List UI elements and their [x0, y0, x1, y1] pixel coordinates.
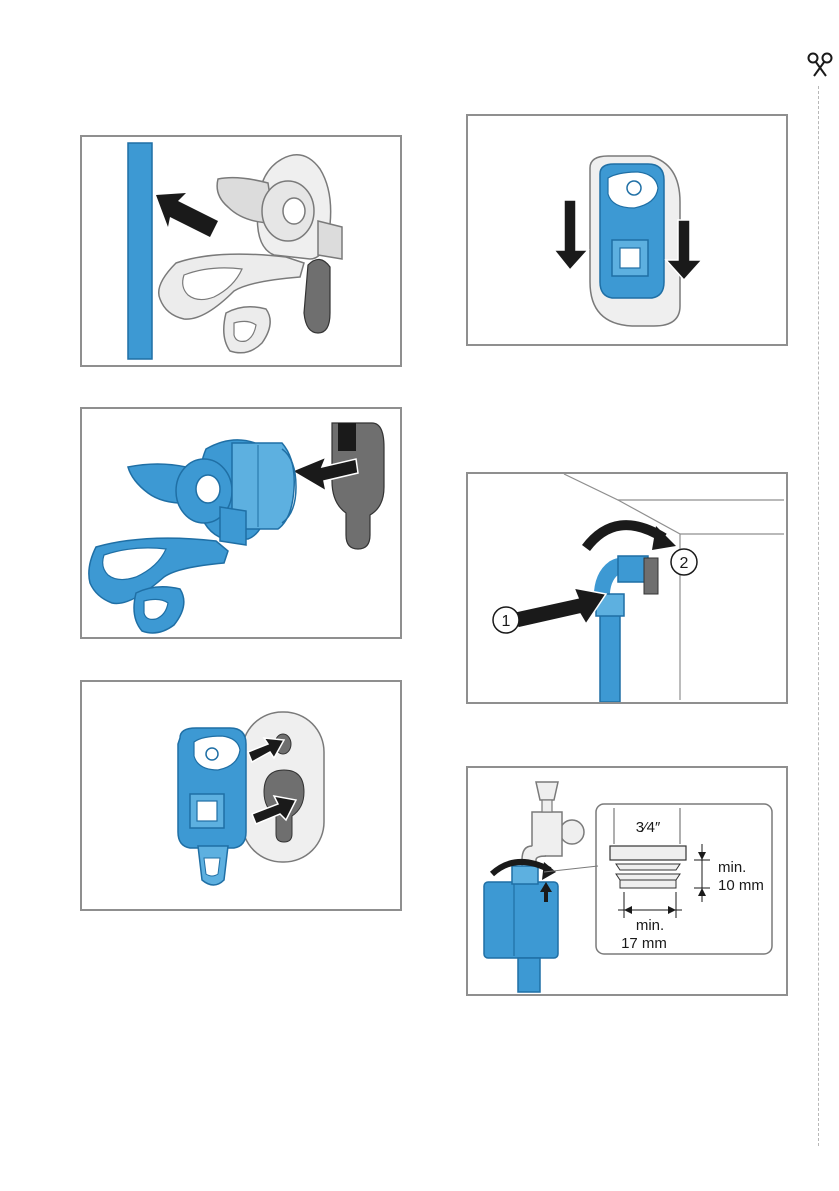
min-width-value: 17 mm [621, 935, 667, 952]
figure-insert-into-socket [80, 407, 402, 639]
figure-clip-onto-plate [80, 680, 402, 911]
figure-connect-to-tap: 3⁄4″ min. 10 mm min. 17 mm [466, 766, 788, 996]
water-hose [600, 604, 620, 702]
figure-slide-clip-down [466, 114, 788, 346]
min-width-label: min. [636, 917, 664, 934]
figure-connect-hose-to-machine: 1 2 [466, 472, 788, 704]
figure-bracket-against-wall [80, 135, 402, 367]
thread-size-label: 3⁄4″ [636, 819, 661, 836]
tap-handle [536, 782, 558, 800]
grey-socket [304, 259, 330, 333]
callout-1-label: 1 [502, 613, 511, 630]
push-arrow-icon [514, 588, 606, 628]
scissors-icon [806, 52, 834, 78]
min-height-value: 10 mm [718, 877, 764, 894]
cut-line [818, 86, 819, 1146]
rotate-arrow-icon [586, 525, 676, 550]
min-height-label: min. [718, 859, 746, 876]
push-arrow-icon [156, 193, 218, 237]
callout-2-label: 2 [680, 555, 689, 572]
wall-strip [128, 143, 152, 359]
